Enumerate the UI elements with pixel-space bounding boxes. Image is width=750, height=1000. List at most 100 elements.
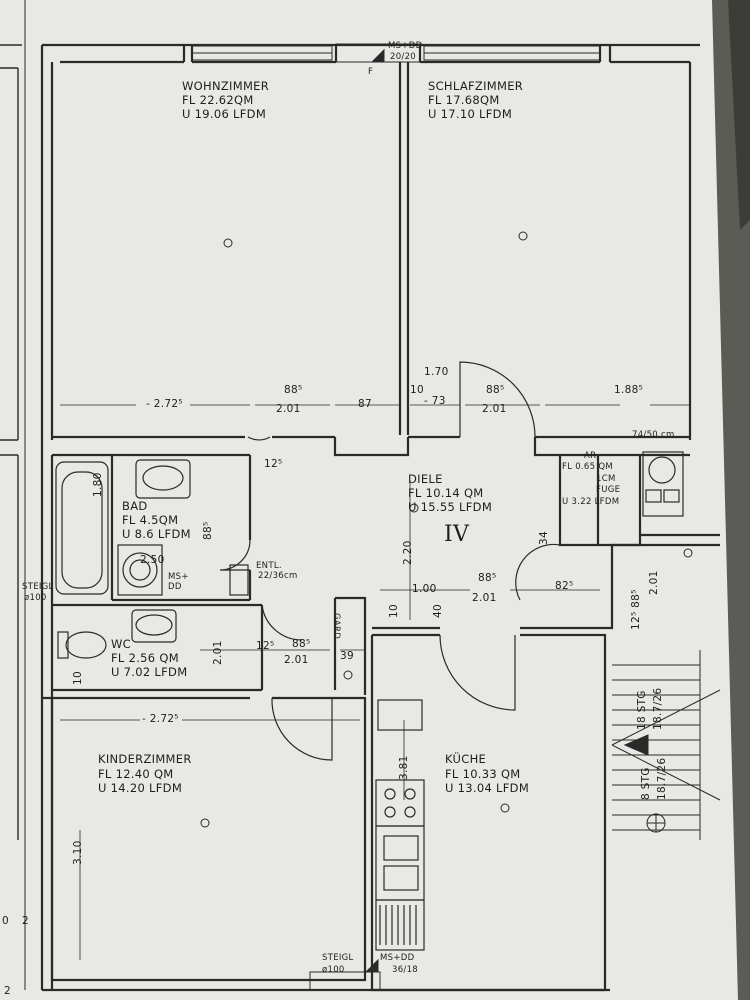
kinderzimmer-area: FL 12.40 QM: [98, 767, 174, 781]
door-swing-landing: [515, 543, 598, 601]
dim-kueche-40: 40: [432, 604, 444, 618]
schlafzimmer-perimeter: U 17.10 LFDM: [428, 107, 513, 121]
door-swing-kinderzimmer: [271, 697, 333, 761]
dim-diele-2-20: 2.20: [402, 540, 414, 565]
kueche-area: FL 10.33 QM: [445, 767, 521, 781]
dim-diele-885: 88⁵: [478, 572, 497, 584]
wohnzimmer-label: WOHNZIMMER: [182, 79, 270, 93]
ar-note-1: 1CM: [596, 474, 616, 484]
ceiling-light: [683, 548, 693, 558]
steigl-left-label: STEIGL: [22, 582, 54, 592]
entl-label: ENTL.: [256, 561, 282, 571]
dim-bath-885: 88⁵: [202, 521, 214, 540]
dim-landing-2-01: 2.01: [648, 570, 660, 595]
stair-lower-steps: 8 STG: [640, 767, 652, 800]
ar-label: AR: [584, 451, 597, 461]
dim-wc-125: 12⁵: [256, 640, 275, 652]
door-swing-bad: [219, 539, 251, 571]
diele-area: FL 10.14 QM: [408, 486, 484, 500]
photo-edge-dark: [728, 0, 750, 230]
sink-drainer: [383, 865, 419, 891]
diele-perimeter: U 15.55 LFDM: [408, 500, 493, 514]
dim-diele-34: 34: [538, 531, 550, 545]
dim-landing-1255-885: 12⁵ 88⁵: [630, 589, 642, 630]
boiler: [229, 564, 249, 596]
door-swing-wc: [261, 604, 303, 641]
adjacent-plan-edge: [0, 44, 22, 840]
dim-schlaf-73: - 73: [424, 395, 446, 407]
bad-perimeter: U 8.6 LFDM: [122, 527, 191, 541]
kitchen-walls: [370, 633, 607, 992]
dim-bath-1-80: 1.80: [92, 472, 104, 497]
bathtub-inner: [61, 471, 103, 589]
kueche-perimeter: U 13.04 LFDM: [445, 781, 530, 795]
ceiling-light: [518, 231, 528, 241]
bathtub: [55, 461, 109, 595]
dim-wc-10: 10: [72, 671, 84, 685]
bad-label: BAD: [122, 499, 148, 513]
stove-burner: [404, 788, 416, 800]
dim-wohn-width: - 2.72⁵: [146, 398, 183, 410]
storage-box: [663, 489, 680, 503]
wc-walls: [52, 603, 264, 700]
stove-burner: [384, 788, 396, 800]
dim-wc-2-01: 2.01: [284, 654, 309, 666]
stair-lower-ratio: 18.7/26: [656, 757, 668, 800]
stair-center-cross: [647, 814, 665, 832]
dim-schlaf-1-70: 1.70: [424, 366, 449, 378]
outer-wall: [40, 43, 700, 992]
toilet-cistern: [57, 631, 69, 659]
kitchen-counter: [375, 899, 425, 951]
ceiling-light: [500, 803, 510, 813]
ms-dd-bath-label: MS+: [168, 572, 189, 582]
dim-bath-2-50: 2.50: [140, 554, 165, 566]
dim-diele-1-00: 1.00: [412, 583, 437, 595]
dim-wohn-door: 2.01: [276, 403, 301, 415]
ceiling-light: [223, 238, 233, 248]
dim-schlaf-door: 2.01: [482, 403, 507, 415]
ceiling-light: [200, 818, 210, 828]
partition-wall: [398, 62, 410, 435]
washbasin-bowl: [142, 465, 184, 491]
wc-area: FL 2.56 QM: [111, 651, 179, 665]
stair-direction: [611, 689, 721, 801]
storage-boiler: [648, 456, 676, 484]
dim-wc-39: 39: [340, 650, 354, 662]
kinderzimmer-label: KINDERZIMMER: [98, 752, 192, 766]
steigl-left-size: ø100: [24, 593, 47, 603]
stair-upper-ratio: 18.7/26: [652, 687, 664, 730]
dim-schlaf-door-sup: 88⁵: [486, 384, 505, 396]
dim-kueche-10: 10: [388, 604, 400, 618]
dim-diele-825: 82⁵: [555, 580, 574, 592]
stove-burner: [384, 806, 396, 818]
margin-mark-30: 0: [2, 915, 9, 927]
stair-arrow: [623, 734, 649, 756]
shaft-bottom-label: MS+DD: [380, 953, 415, 963]
schlafzimmer-label: SCHLAFZIMMER: [428, 79, 524, 93]
washbasin-wc-bowl: [135, 614, 173, 636]
shaft-marker-top: [370, 48, 385, 63]
wohnzimmer-area: FL 22.62QM: [182, 93, 254, 107]
kinderzimmer-walls: [42, 696, 367, 982]
garderobe-walls: [333, 596, 367, 695]
stair-opening-note: 74/50 cm: [632, 430, 675, 440]
shaft-top-label: MS+DD: [388, 41, 423, 51]
dim-10: 10: [410, 384, 424, 396]
washing-machine-drum-inner: [129, 559, 151, 581]
ms-dd-bath-sub: DD: [168, 582, 182, 592]
stair-upper-steps: 18 STG: [636, 690, 648, 730]
ar-perimeter: U 3.22 LFDM: [562, 497, 620, 507]
counter-hatching: [379, 905, 417, 945]
dim-bath-125: 12⁵: [264, 458, 283, 470]
fire-marker-label: F: [368, 67, 374, 77]
washbasin-wc: [131, 609, 177, 643]
dim-wc-885: 88⁵: [292, 638, 311, 650]
margin-mark-2: 2: [22, 915, 29, 927]
apartment-number: IV: [444, 522, 470, 547]
steigl-bottom-size: ø100: [322, 965, 345, 975]
dim-kinder-2-72: - 2.72⁵: [142, 713, 179, 725]
ceiling-light: [409, 503, 419, 513]
bad-area: FL 4.5QM: [122, 513, 179, 527]
door-swing-kueche: [439, 634, 516, 711]
